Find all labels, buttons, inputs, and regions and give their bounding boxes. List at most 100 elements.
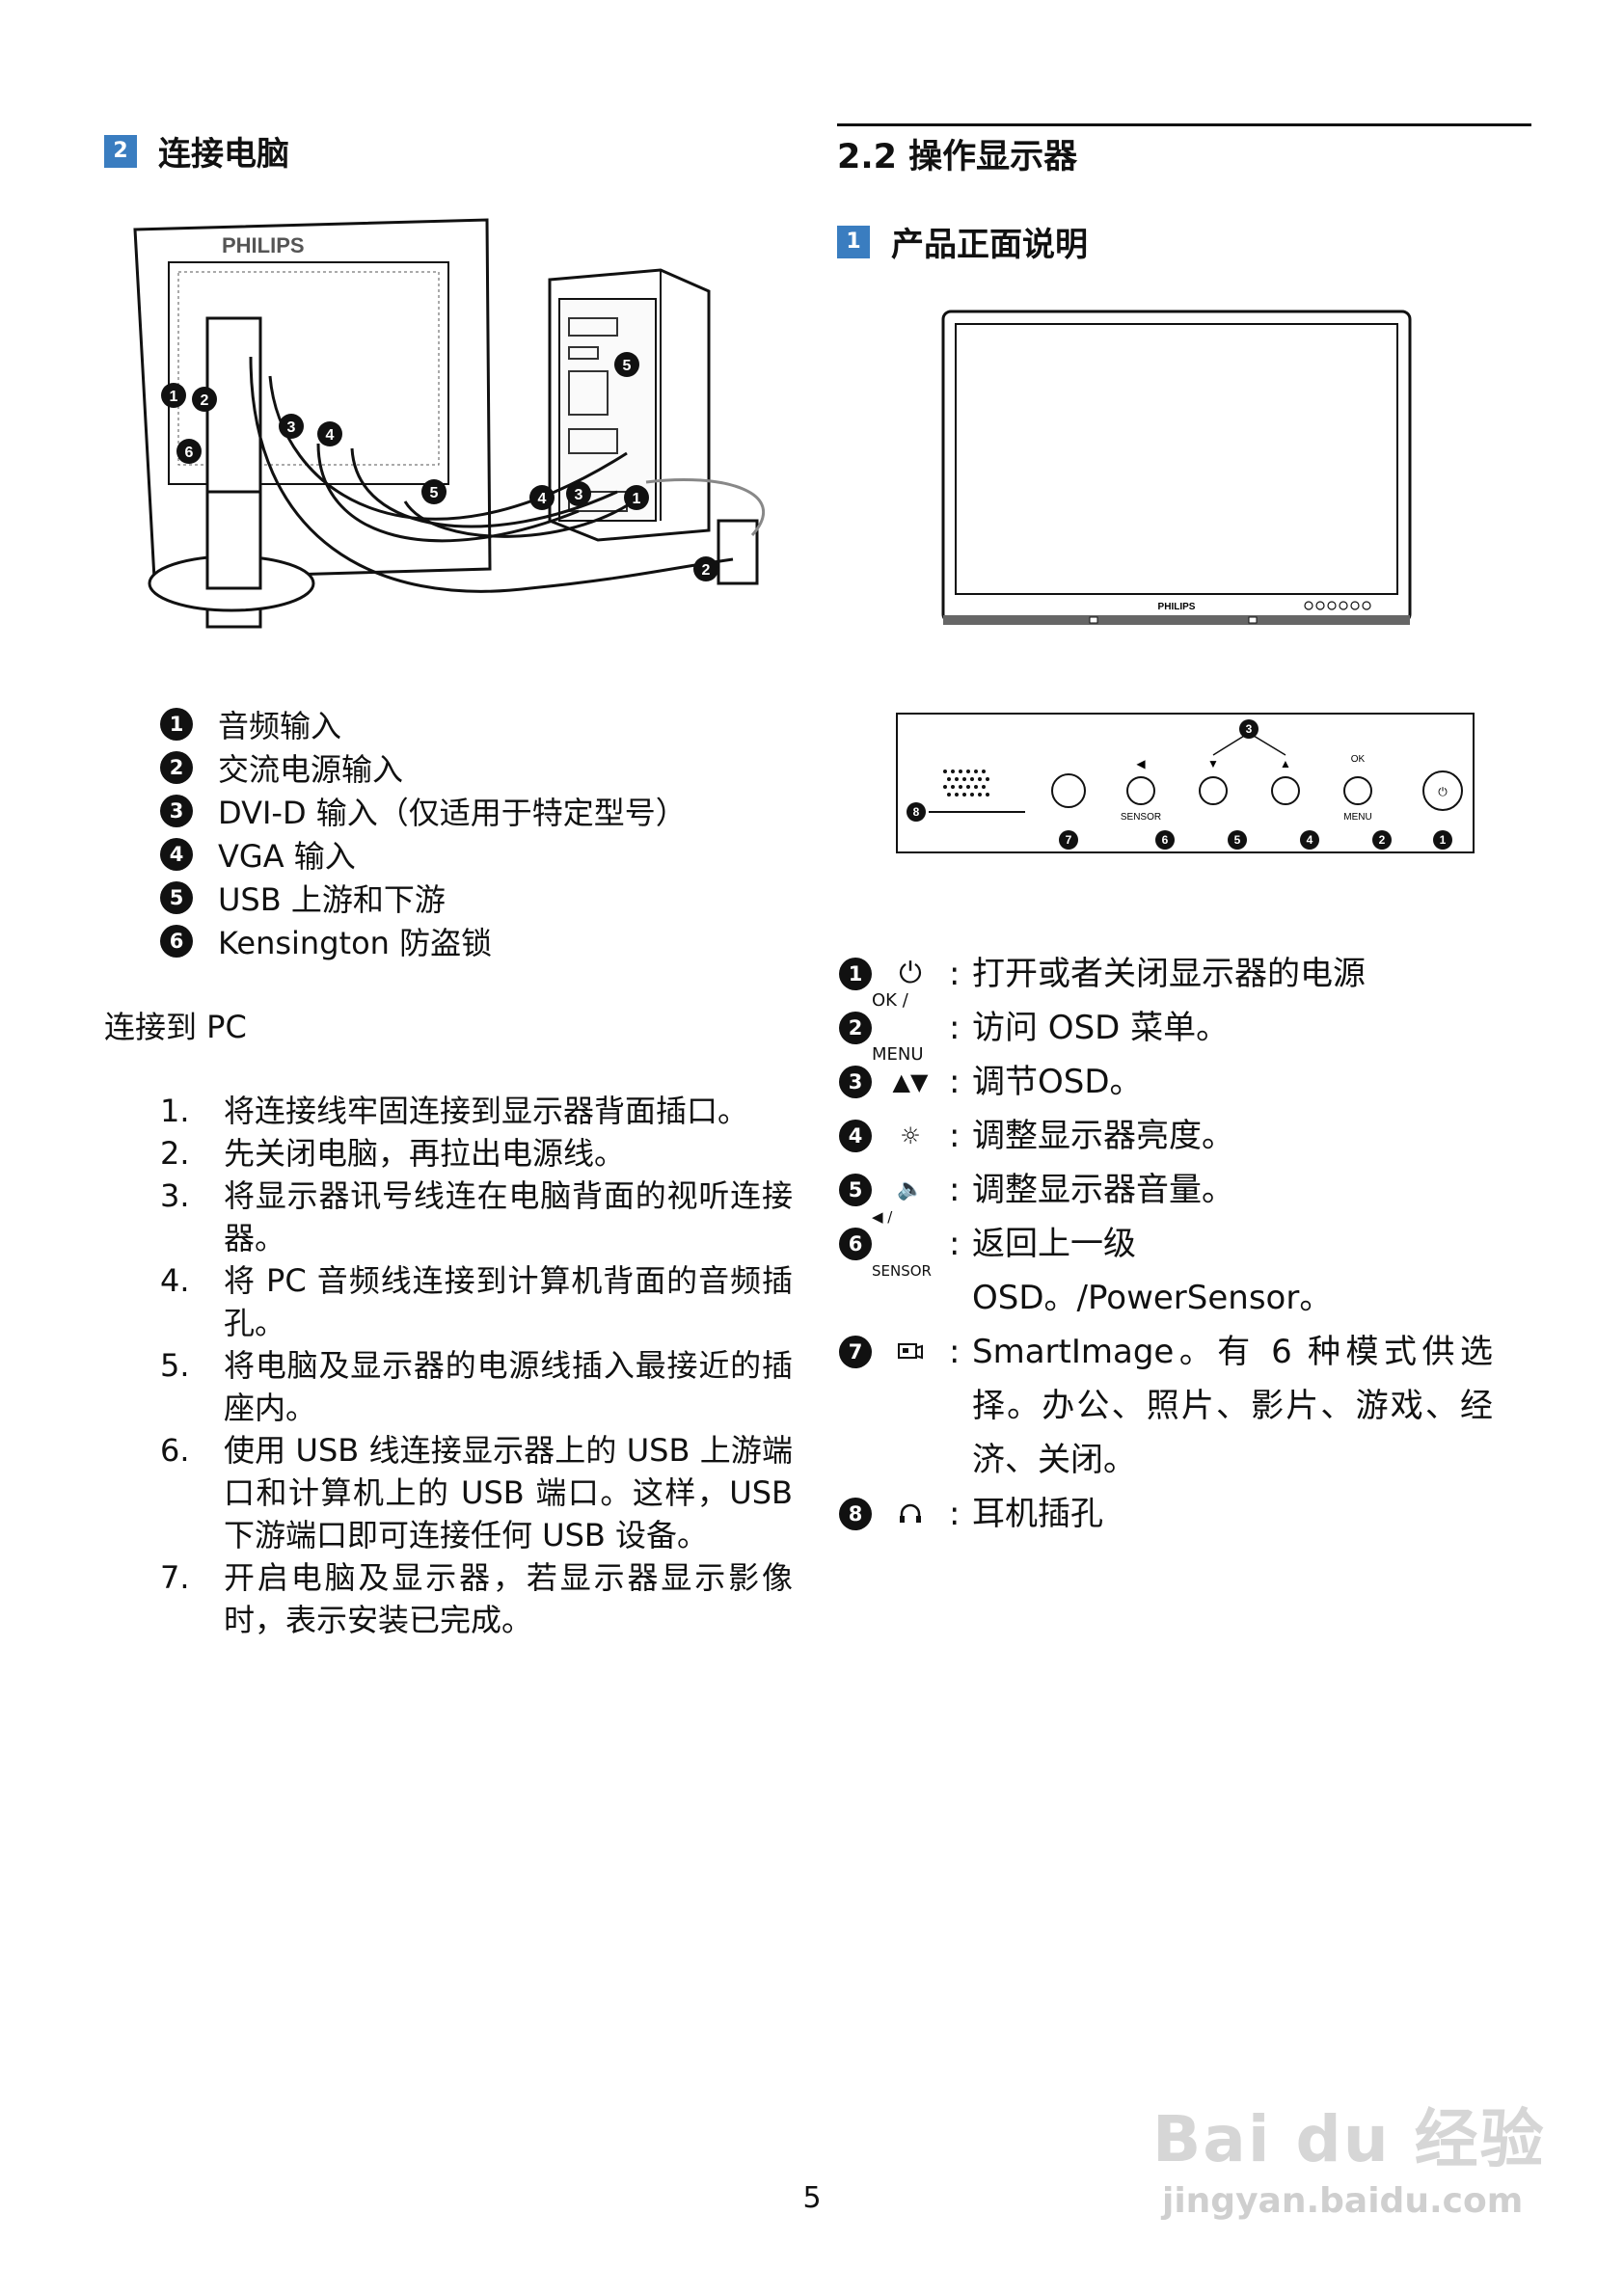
step-number: 3. [160,1177,190,1214]
svg-text:4: 4 [1307,833,1313,847]
colon: : [949,1495,961,1533]
svg-text:6: 6 [185,445,194,461]
number-badge: 1 [839,958,872,990]
control-panel-closeup: SENSOR OK MENU ◀▼▲ ⏻ 8 7 6 5 4 3 2 1 [896,713,1475,853]
control-desc: SmartImage。有 6 种模式供选择。办公、照片、影片、游戏、经济、关闭。 [972,1333,1493,1479]
number-badge: 2 [160,750,193,784]
svg-text:⏻: ⏻ [1438,785,1448,798]
page-number: 5 [802,2181,822,2215]
headphone-icon [872,1487,949,1541]
number-badge: 2 [839,1012,872,1044]
step-item: 5.将电脑及显示器的电源线插入最接近的插座内。 [160,1344,793,1429]
diagram-brand: PHILIPS [222,233,305,257]
legend-label: Kensington 防盗锁 [218,924,493,961]
control-desc: 耳机插孔 [972,1495,1103,1533]
control-row: 1 ⏻ : 打开或者关闭显示器的电源 [839,947,1493,1001]
control-row: 3 ▲▼ : 调节OSD。 [839,1055,1493,1109]
step-item: 6.使用 USB 线连接显示器上的 USB 上游端口和计算机上的 USB 端口。… [160,1429,793,1556]
step-number: 2. [160,1135,190,1172]
control-desc: 返回上一级 OSD。/PowerSensor。 [972,1225,1333,1317]
svg-text:▲: ▲ [1280,757,1291,770]
colon: : [949,1063,961,1101]
subsection-heading: 1 产品正面说明 [837,218,1088,265]
step-item: 7.开启电脑及显示器，若显示器显示影像时，表示安装已完成。 [160,1556,793,1641]
number-badge: 4 [839,1120,872,1152]
control-desc: 调节OSD。 [972,1063,1143,1101]
number-badge: 6 [160,924,193,958]
section-title-operate: 2.2 操作显示器 [837,138,1078,176]
control-row: 2 OK / MENU : 访问 OSD 菜单。 [839,990,1493,1065]
volume-icon: 🔈 [897,1177,924,1202]
legend-label: VGA 输入 [218,837,356,875]
legend-label: 音频输入 [218,707,342,744]
svg-text:1: 1 [170,389,178,405]
subsection-number-box: 1 [837,225,870,258]
subsection-title: 产品正面说明 [891,226,1088,264]
svg-text:2: 2 [201,392,209,409]
rear-connection-diagram: PHILIPS 1 2 6 3 4 5 5 4 3 1 2 [133,218,766,629]
connection-steps: 1. 将连接线牢固连接到显示器背面插口。 2. 先关闭电脑，再拉出电源线。 3. 将显… [160,1090,793,1641]
number-badge: 5 [839,1174,872,1206]
svg-text:1: 1 [633,491,641,507]
watermark-url: jingyan.baidu.com [1162,2181,1524,2221]
number-badge: 8 [839,1498,872,1530]
section-title: 连接电脑 [158,135,289,174]
step-text: 将连接线牢固连接到显示器背面插口。 [224,1093,749,1129]
monitor-brand: PHILIPS [1158,602,1196,612]
legend-item: 3 DVI-D 输入（仅适用于特定型号） [160,789,687,832]
control-desc: 调整显示器音量。 [972,1171,1234,1209]
step-text: 将显示器讯号线连在电脑背面的视听连接器。 [224,1177,793,1256]
svg-text:5: 5 [623,358,632,374]
step-item: 3. 将显示器讯号线连在电脑背面的视听连接器。 [160,1175,793,1259]
legend-item: 4 VGA 输入 [160,832,687,876]
control-row: 6 ◀ / SENSOR : 返回上一级 OSD。/PowerSensor。 [839,1208,1493,1325]
control-row: 4 ☼ : 调整显示器亮度。 [839,1109,1493,1163]
step-text: 将 PC 音频线连接到计算机背面的音频插孔。 [224,1262,793,1341]
svg-text:5: 5 [1234,833,1241,847]
brightness-icon: ☼ [900,1122,921,1149]
step-item: 2. 先关闭电脑，再拉出电源线。 [160,1132,793,1175]
number-badge: 6 [839,1228,872,1260]
step-item: 1. 将连接线牢固连接到显示器背面插口。 [160,1090,793,1132]
colon: : [949,1009,961,1047]
control-desc: 访问 OSD 菜单。 [972,1009,1230,1047]
svg-text:4: 4 [538,491,547,507]
control-desc: 打开或者关闭显示器的电源 [972,955,1366,993]
up-down-arrows-icon: ▲▼ [892,1068,929,1095]
legend-item: 6 Kensington 防盗锁 [160,919,687,962]
legend-item: 5 USB 上游和下游 [160,876,687,919]
svg-text:2: 2 [1379,833,1386,847]
step-number: 1. [160,1093,190,1129]
number-badge: 4 [160,837,193,871]
panel-ok-label: OK [1351,754,1366,765]
number-badge: 3 [160,794,193,827]
colon: : [949,1171,961,1209]
svg-text:3: 3 [287,419,296,436]
ok-menu-symbol: OK / MENU [872,990,924,1065]
svg-text:7: 7 [1066,833,1072,847]
step-text: 先关闭电脑，再拉出电源线。 [224,1135,626,1172]
control-descriptions: 1 ⏻ : 打开或者关闭显示器的电源 2 OK / MENU : 访问 OSD … [839,947,1493,1541]
colon: : [949,1225,961,1263]
number-badge: 5 [160,880,193,914]
control-row: 7 : SmartImage。有 6 种模式供选择。办公、照片、影片、游戏、经济… [839,1325,1493,1487]
legend-label: USB 上游和下游 [218,880,446,918]
colon: : [949,1333,961,1371]
number-badge: 1 [160,707,193,741]
control-row: 5 🔈 : 调整显示器音量。 [839,1163,1493,1217]
svg-text:3: 3 [575,487,583,503]
section-heading-connect: 2 连接电脑 [104,127,289,175]
step-item: 4.将 PC 音频线连接到计算机背面的音频插孔。 [160,1259,793,1344]
step-text: 使用 USB 线连接显示器上的 USB 上游端口和计算机上的 USB 端口。这样… [224,1432,793,1553]
power-icon: ⏻ [899,957,922,990]
svg-text:8: 8 [913,805,920,819]
step-text: 开启电脑及显示器，若显示器显示影像时，表示安装已完成。 [224,1559,793,1638]
svg-text:6: 6 [1162,833,1169,847]
legend-item: 1 音频输入 [160,702,687,745]
svg-text:5: 5 [430,485,439,501]
step-text: 将电脑及显示器的电源线插入最接近的插座内。 [224,1347,793,1426]
legend-label: DVI-D 输入（仅适用于特定型号） [218,794,687,831]
smartimage-icon [872,1325,949,1379]
